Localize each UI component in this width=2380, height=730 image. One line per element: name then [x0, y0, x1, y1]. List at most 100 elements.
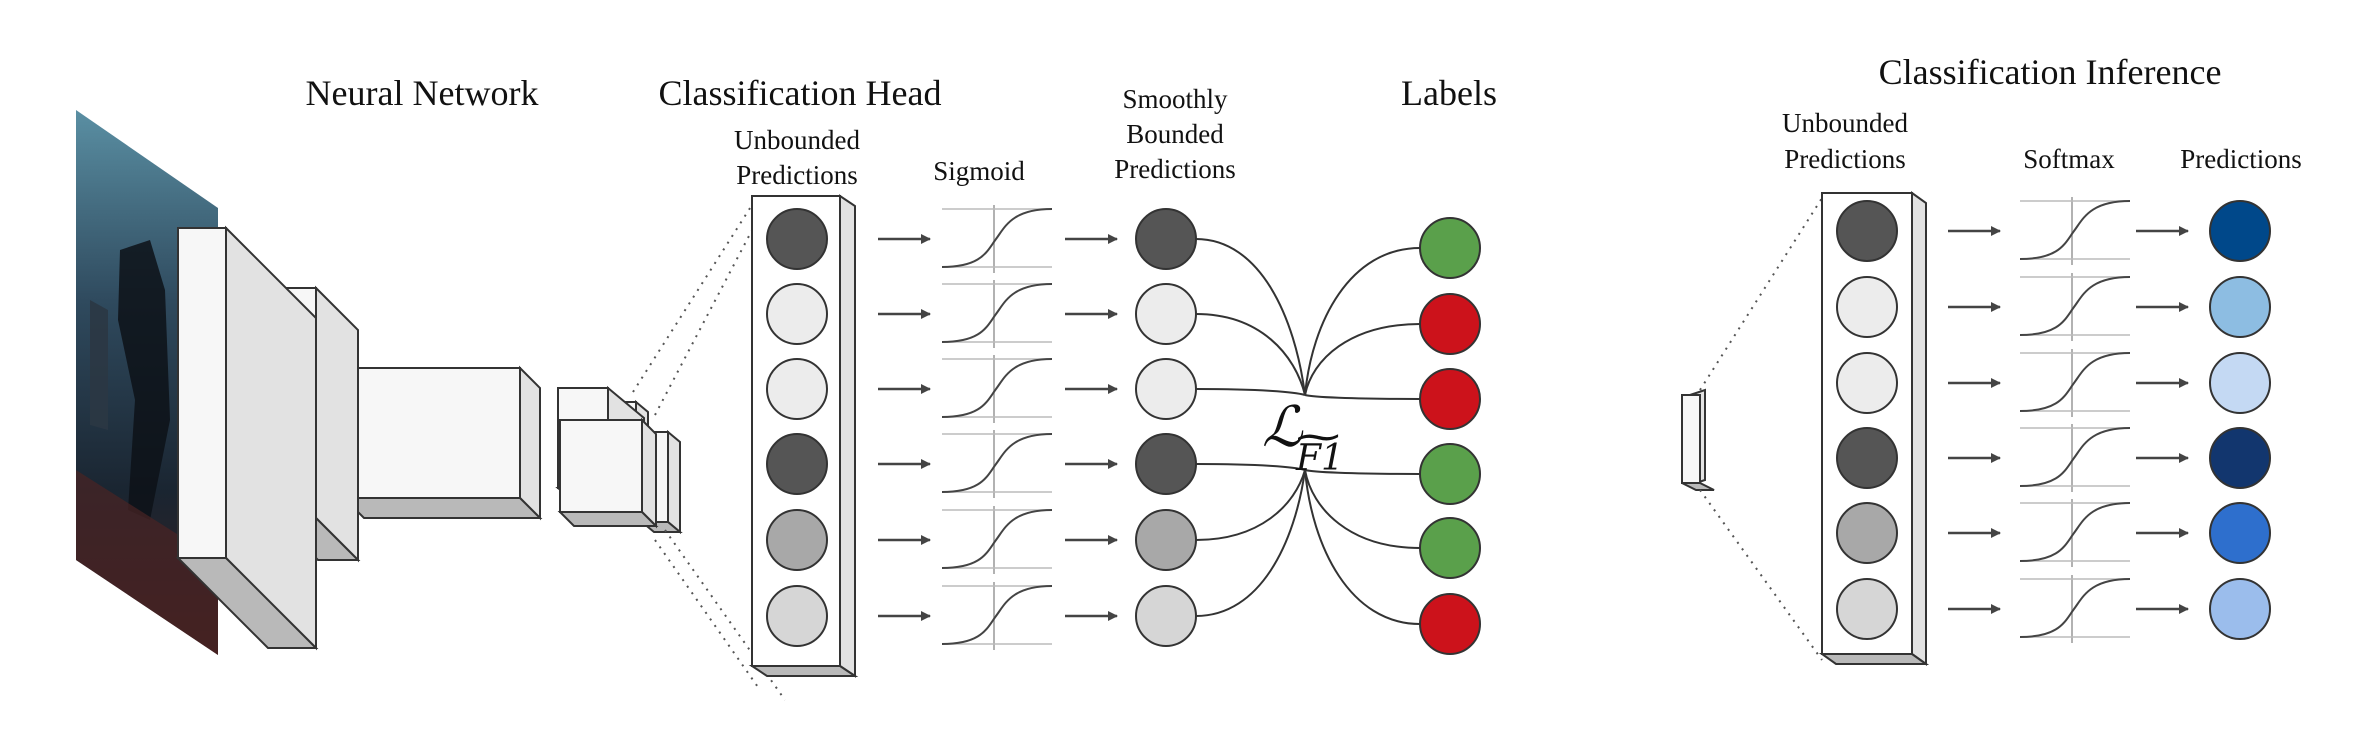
softmax-functions [2019, 197, 2131, 643]
inf-box-front [1821, 192, 1913, 655]
sigmoid-plot-curve [941, 208, 1053, 268]
label-node [1419, 443, 1481, 505]
softmax-plot [2019, 349, 2131, 417]
head-box-bottom [748, 665, 859, 677]
smooth-label-line1: Smoothly [1122, 84, 1228, 114]
softmax-plot-curve [2019, 502, 2131, 562]
sigmoid-plot-curve [941, 283, 1053, 343]
head-arrows [878, 234, 1118, 621]
unbounded-prediction-node [766, 509, 828, 571]
label-circles [1419, 217, 1481, 655]
inference-unbounded-node [1836, 427, 1898, 489]
sigmoid-plot-curve [941, 358, 1053, 418]
classification-head-title: Classification Head [659, 73, 942, 113]
softmax-plot-curve [2019, 200, 2131, 260]
loss-curve-left [1195, 313, 1306, 396]
inference-feature-block [1681, 388, 1715, 491]
smooth-prediction-node [1135, 433, 1197, 495]
unbounded-prediction-node [766, 283, 828, 345]
head-box-side [839, 194, 856, 678]
cnn-block-3-side [519, 365, 541, 521]
inference-projection-lines [1699, 197, 1823, 661]
softmax-plot-curve [2019, 427, 2131, 487]
label-node [1419, 593, 1481, 655]
smooth-label-line3: Predictions [1114, 154, 1236, 184]
inference-column-box [1818, 191, 1930, 666]
inference-prediction-node [2209, 502, 2271, 564]
cnn-block-5 [557, 417, 659, 529]
sigmoid-plot [941, 355, 1053, 423]
loss-symbol: ℒ [1262, 395, 1304, 460]
inference-unbounded-predictions [1836, 200, 1898, 640]
sigmoid-plot [941, 582, 1053, 650]
inference-unbounded-node [1836, 276, 1898, 338]
cnn-block-5-front [559, 419, 643, 513]
loss-tilde: ~ [1291, 413, 1345, 460]
loss-subscript: F1 [1295, 438, 1344, 479]
softmax-label: Softmax [2023, 144, 2115, 174]
inference-arrows [1948, 226, 2189, 614]
cnn-block-5-bottom [557, 511, 659, 527]
label-node [1419, 293, 1481, 355]
inference-prediction-node [2209, 578, 2271, 640]
loss-curve-right [1304, 469, 1421, 475]
unbounded-prediction-node [766, 208, 828, 270]
loss-curve-left [1195, 238, 1306, 396]
loss-curve-left [1195, 469, 1306, 541]
unbounded-label-line1: Unbounded [734, 125, 860, 155]
inference-unbounded-node [1836, 200, 1898, 262]
unbounded-prediction-node [766, 433, 828, 495]
softmax-plot-curve [2019, 578, 2131, 638]
smooth-label-line2: Bounded [1126, 119, 1224, 149]
smooth-prediction-node [1135, 283, 1197, 345]
predictions-label: Predictions [2180, 144, 2302, 174]
softmax-plot-curve [2019, 352, 2131, 412]
inference-unbounded-node [1836, 352, 1898, 414]
softmax-plot [2019, 273, 2131, 341]
sigmoid-plot [941, 280, 1053, 348]
neural-network-title: Neural Network [306, 73, 539, 113]
smooth-prediction-node [1135, 358, 1197, 420]
head-unbounded-predictions [766, 208, 828, 647]
sigmoid-plot-curve [941, 433, 1053, 493]
inf-box-bottom [1818, 653, 1930, 665]
loss-curve-right [1304, 469, 1421, 549]
unbounded-label-line2: Predictions [736, 160, 858, 190]
cnn-block-3-front [343, 367, 521, 499]
loss-curve-right [1304, 323, 1421, 396]
f1-loss-symbol: ℒ ~ F1 [1262, 395, 1345, 479]
cnn-block-1-front [177, 227, 227, 559]
loss-curve-left [1195, 463, 1306, 471]
softmax-plot [2019, 499, 2131, 567]
unbounded-prediction-node [766, 585, 828, 647]
inference-unbounded-line2: Predictions [1784, 144, 1906, 174]
sigmoid-plot-curve [941, 509, 1053, 569]
smooth-prediction-node [1135, 509, 1197, 571]
cnn-block-6-side [667, 429, 681, 535]
sigmoid-plot-curve [941, 585, 1053, 645]
classification-inference-title: Classification Inference [1879, 52, 2222, 92]
sigmoid-plot [941, 205, 1053, 273]
inference-unbounded-node [1836, 578, 1898, 640]
sigmoid-plot [941, 430, 1053, 498]
inference-unbounded-line1: Unbounded [1782, 108, 1908, 138]
loss-curve-right [1304, 394, 1421, 400]
inference-unbounded-node [1836, 502, 1898, 564]
head-projection-lines [632, 204, 786, 701]
inference-prediction-node [2209, 427, 2271, 489]
loss-curve-right [1304, 469, 1421, 625]
head-box-front [751, 195, 841, 667]
softmax-plot-curve [2019, 276, 2131, 336]
smoothly-bounded-predictions [1135, 208, 1197, 647]
label-node [1419, 517, 1481, 579]
inference-prediction-node [2209, 200, 2271, 262]
smooth-prediction-node [1135, 208, 1197, 270]
cnn-block-3 [341, 365, 543, 521]
sigmoid-functions [941, 205, 1053, 650]
smooth-prediction-node [1135, 585, 1197, 647]
inference-prediction-node [2209, 352, 2271, 414]
softmax-plot [2019, 424, 2131, 492]
sigmoid-plot [941, 506, 1053, 574]
inference-prediction-node [2209, 276, 2271, 338]
